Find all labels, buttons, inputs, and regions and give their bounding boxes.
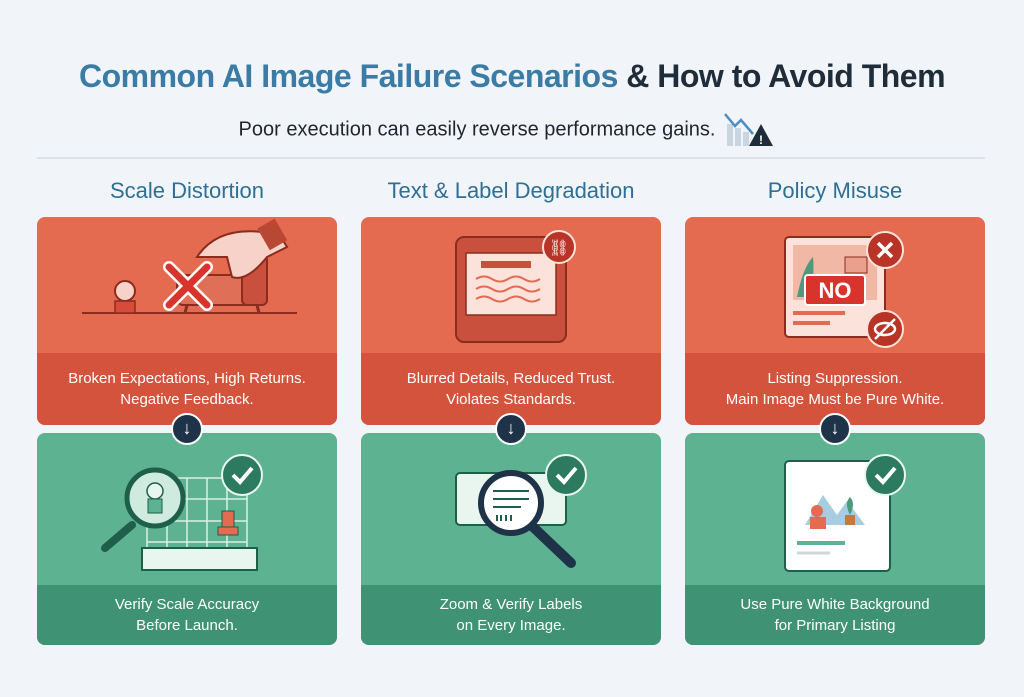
problem-card: NO Listing Suppression.Main Image Must b… bbox=[685, 217, 985, 425]
check-icon bbox=[221, 454, 263, 496]
problem-card: Broken Expectations, High Returns.Negati… bbox=[37, 217, 337, 425]
arrow-down-icon: ↓ bbox=[495, 413, 527, 445]
column-title: Text & Label Degradation bbox=[387, 178, 635, 203]
subtitle: Poor execution can easily reverse perfor… bbox=[0, 110, 1024, 150]
white-background-illustration bbox=[784, 454, 906, 572]
check-icon bbox=[545, 454, 587, 496]
zoom-label-illustration bbox=[455, 454, 587, 568]
check-icon bbox=[864, 454, 906, 496]
column-title: Scale Distortion bbox=[109, 178, 265, 203]
column-policy-misuse: Policy Misuse NO Listing Suppression.Mai… bbox=[685, 178, 985, 645]
hidden-eye-icon bbox=[866, 310, 904, 348]
scale-distortion-illustration bbox=[82, 218, 297, 314]
svg-text:!: ! bbox=[759, 133, 763, 147]
declining-chart-warning-icon: ! bbox=[724, 113, 774, 147]
column-title: Policy Misuse bbox=[767, 178, 903, 203]
problem-card: ⛓ Blurred Details, Reduced Trust.Violate… bbox=[361, 217, 661, 425]
page-title: Common AI Image Failure Scenarios & How … bbox=[78, 58, 946, 94]
divider bbox=[37, 157, 985, 159]
column-text-label-degradation: Text & Label Degradation ⛓ Blurred Detai… bbox=[361, 178, 661, 645]
arrow-down-icon: ↓ bbox=[171, 413, 203, 445]
blurred-label-illustration: ⛓ bbox=[455, 230, 576, 343]
broken-link-icon: ⛓ bbox=[542, 230, 576, 264]
column-scale-distortion: Scale Distortion Broken Expectations, Hi… bbox=[37, 178, 337, 645]
svg-text:⛓: ⛓ bbox=[549, 239, 569, 257]
x-circle-icon bbox=[866, 231, 904, 269]
policy-violation-illustration: NO bbox=[784, 231, 904, 348]
problem-text: Listing Suppression.Main Image Must be P… bbox=[685, 353, 985, 425]
no-badge: NO bbox=[819, 278, 852, 303]
arrow-down-icon: ↓ bbox=[819, 413, 851, 445]
scale-check-illustration bbox=[101, 454, 263, 571]
